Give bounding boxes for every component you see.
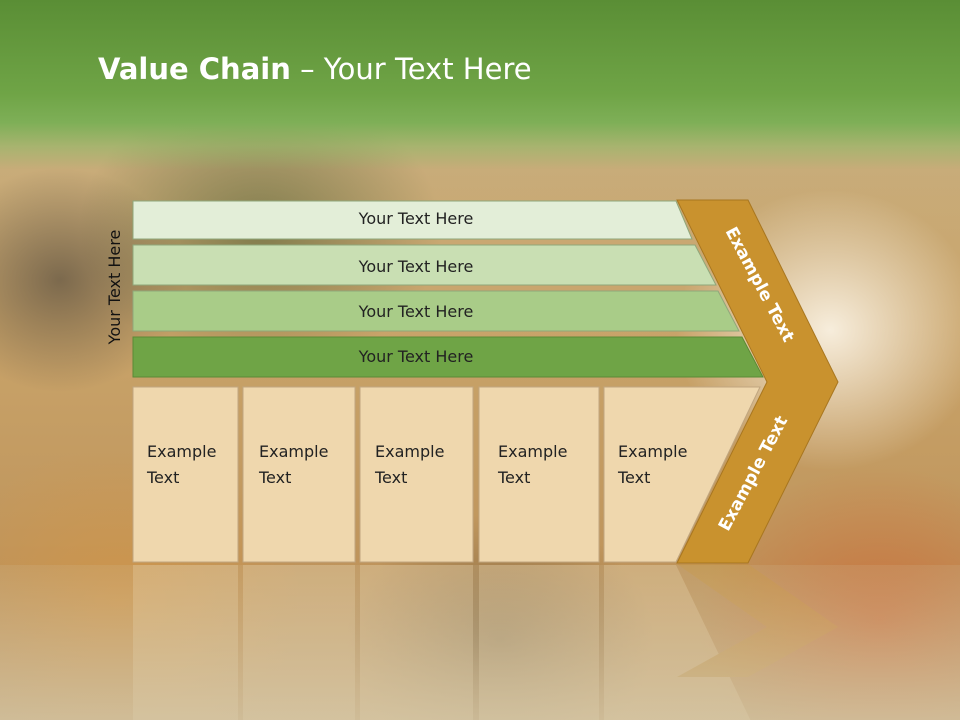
header-band [0,0,960,170]
box-3 [359,386,474,563]
box-label-3: Example Text [375,442,445,487]
box-label-4: Example Text [498,442,568,487]
title-bold: Value Chain [98,52,291,86]
bar-label-3: Your Text Here [358,302,474,321]
box-label-2: Example Text [259,442,329,487]
bar-4 [132,336,764,378]
box-5 [603,386,761,563]
chevron-arrow [676,199,839,564]
bar-3 [132,290,740,332]
bar-1 [132,200,693,240]
box-4 [478,386,600,563]
box-label-1: Example Text [147,442,217,487]
box-2 [242,386,356,563]
bar-label-4: Your Text Here [358,347,474,366]
reflection-fade [0,565,960,720]
bar-label-2: Your Text Here [358,257,474,276]
bar-label-1: Your Text Here [358,209,474,228]
slide-title: Value Chain – Your Text Here [98,52,532,86]
title-rest: – Your Text Here [290,52,532,86]
box-label-5: Example Text [618,442,688,487]
box-1 [132,386,239,563]
bar-2 [132,244,717,286]
